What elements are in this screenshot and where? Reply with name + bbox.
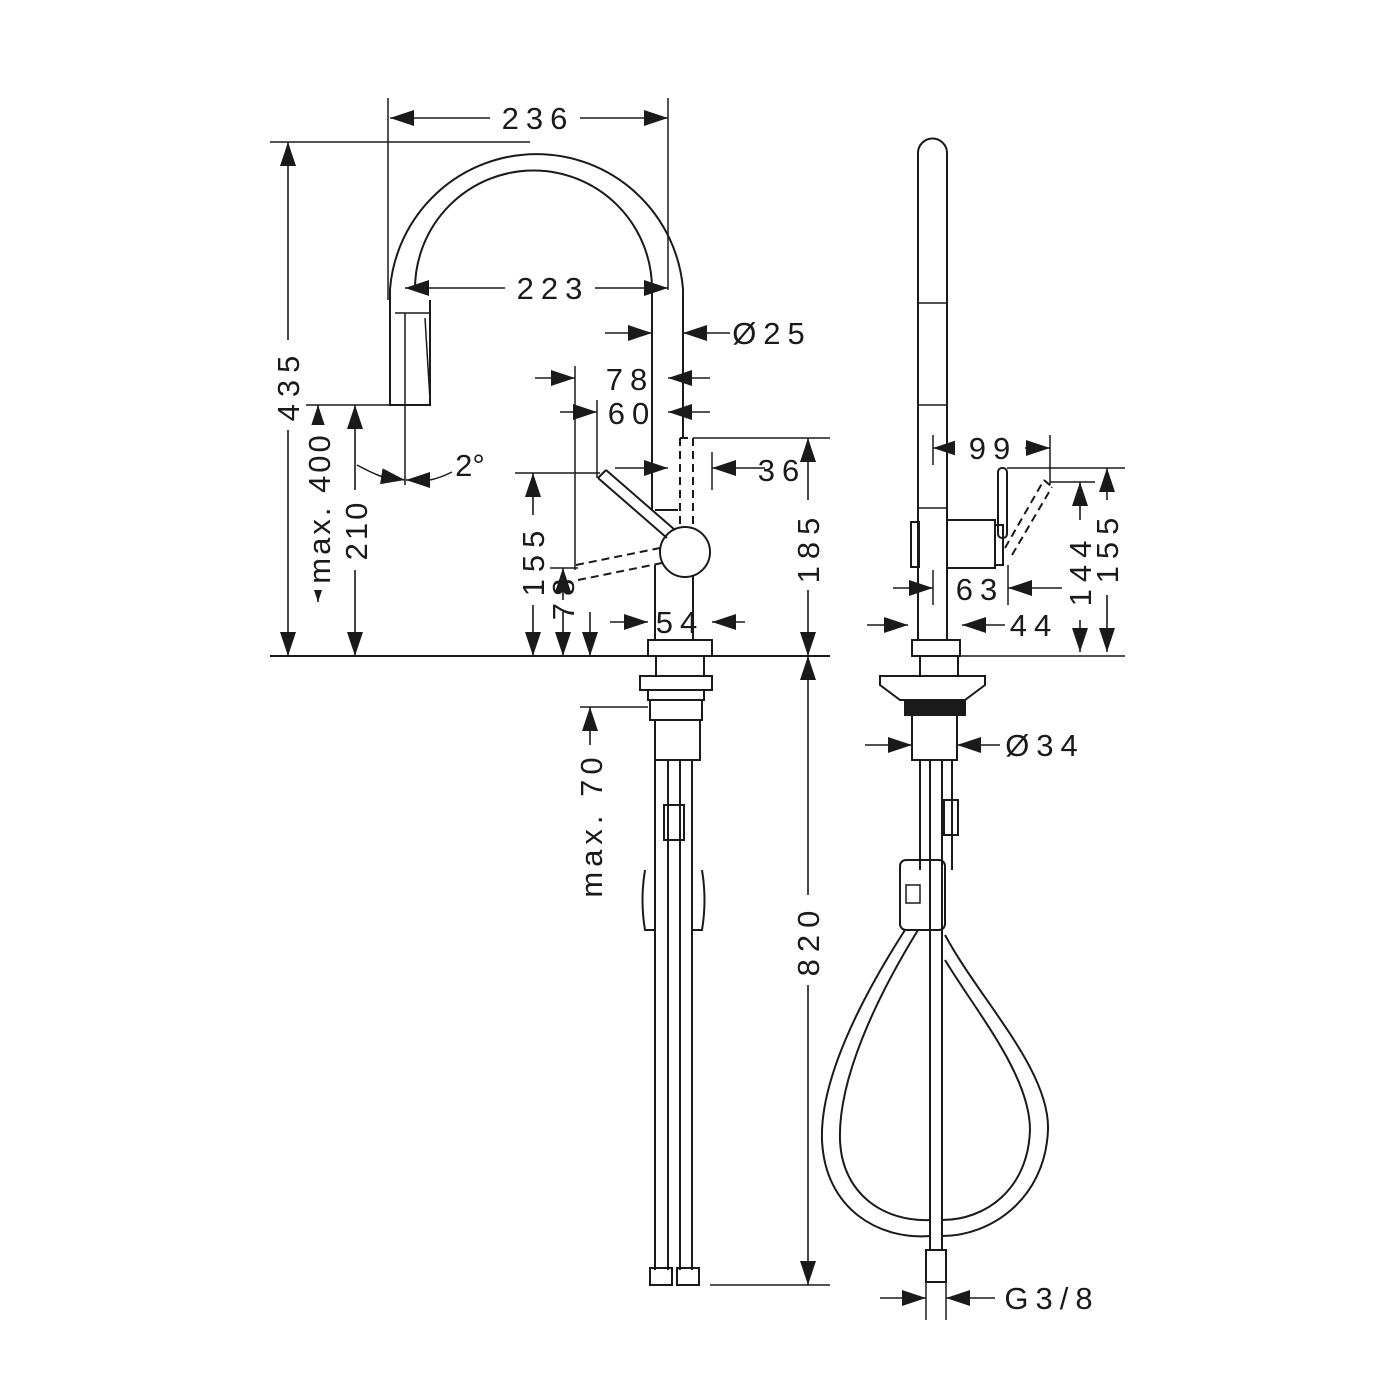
dim-diameter-34: Ø34	[865, 728, 1085, 763]
dim-185: 185	[790, 438, 826, 656]
dim-435: 435	[270, 142, 306, 656]
dim-78-top: 78	[535, 362, 710, 397]
spout	[389, 153, 684, 510]
side-lever	[997, 467, 1008, 539]
side-connector	[925, 1249, 947, 1283]
connector-right	[676, 1267, 700, 1286]
dim-155-front: 155	[516, 473, 551, 656]
dim-max-400: max. 400	[302, 405, 337, 602]
dim-99: 99	[933, 430, 1050, 466]
dim-label: 78	[606, 362, 654, 397]
dim-44: 44	[867, 608, 1058, 643]
dim-223: 223	[405, 268, 668, 308]
dim-label: 54	[656, 605, 704, 640]
dim-label: 185	[791, 511, 826, 584]
side-spout	[917, 137, 948, 640]
lever-low-position	[575, 547, 663, 581]
dim-label: 2°	[455, 448, 485, 483]
dim-label: 63	[956, 572, 1004, 607]
dim-label: 236	[502, 101, 575, 136]
dim-78-low: 78	[546, 567, 598, 656]
spray-head	[389, 300, 431, 485]
side-lever-housing	[946, 519, 996, 569]
connector-left	[649, 1267, 673, 1286]
dim-36: 36	[615, 453, 806, 488]
dim-label: 44	[1010, 608, 1058, 643]
dim-label: 155	[516, 524, 551, 597]
dim-label: max. 400	[302, 432, 337, 584]
mounting-assembly	[639, 655, 713, 1286]
dim-label: 60	[608, 396, 656, 431]
dim-label: Ø34	[1005, 728, 1085, 763]
hose-clip	[663, 804, 685, 841]
dim-label: Ø25	[732, 316, 812, 351]
dim-236: 236	[390, 98, 668, 138]
lever-handle	[597, 469, 676, 539]
dim-label: 435	[271, 349, 306, 422]
dim-60: 60	[560, 396, 710, 431]
dim-63: 63	[893, 572, 1062, 607]
dim-label: 78	[546, 572, 581, 620]
dim-820: 820	[790, 656, 826, 1285]
dim-diameter-25: Ø25	[605, 316, 812, 351]
dim-label: 820	[791, 904, 826, 977]
side-hose-clip	[943, 799, 959, 836]
dim-label: 223	[517, 271, 590, 306]
dim-label: 36	[758, 453, 806, 488]
dim-54: 54	[610, 605, 745, 640]
dim-label: 210	[339, 500, 374, 561]
dim-max-70: max. 70	[574, 707, 609, 898]
side-view: 99 144 155 63 44 Ø34	[820, 137, 1125, 1320]
dim-210: 210	[338, 405, 374, 656]
dim-2-degree: 2°	[356, 448, 485, 488]
lever-open-position	[679, 437, 694, 528]
dim-label: G3/8	[1004, 1281, 1099, 1316]
dim-label: max. 70	[574, 752, 609, 897]
dim-155-side: 155	[1090, 468, 1125, 652]
hose-loop-outer	[820, 929, 931, 1238]
dim-label: 155	[1090, 511, 1125, 584]
hose-weight	[899, 859, 946, 931]
dim-g3-8: G3/8	[880, 1281, 1099, 1320]
lever-pivot	[659, 526, 711, 578]
dim-label: 99	[969, 431, 1017, 466]
front-view: 236 223 Ø25 78 60 36	[270, 98, 830, 1286]
